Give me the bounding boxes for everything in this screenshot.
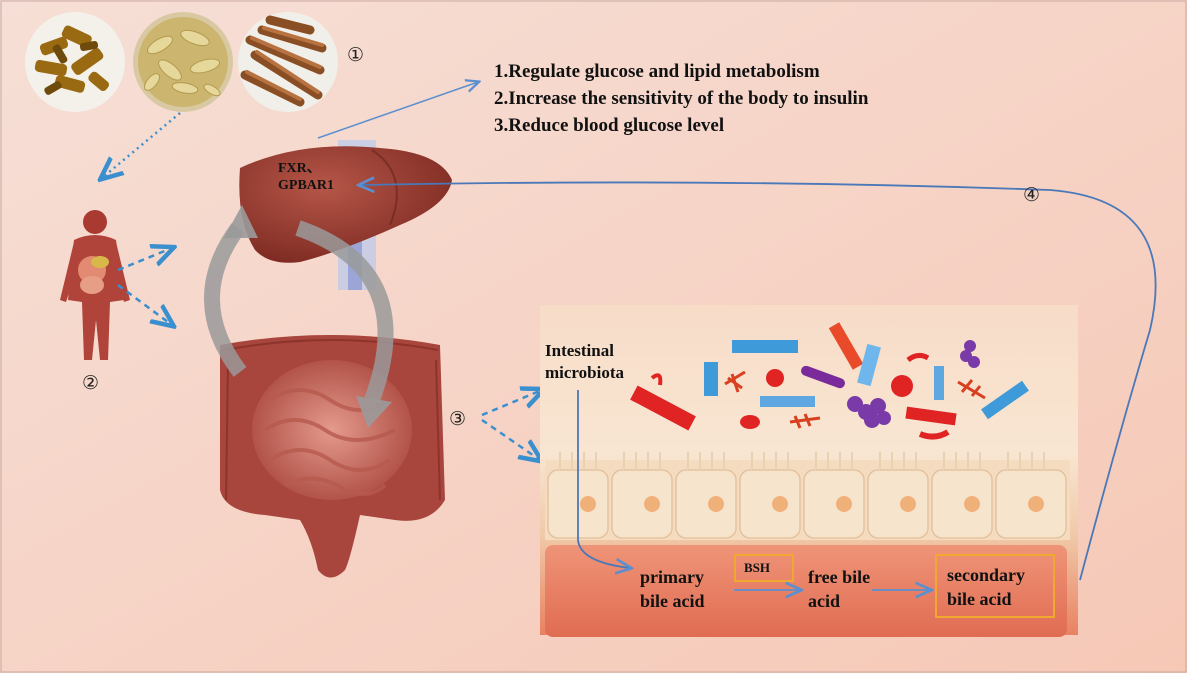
effect-item-3: 3.Reduce blood glucose level: [494, 115, 725, 136]
effect-item-2: 2.Increase the sensitivity of the body t…: [494, 88, 869, 109]
step-2-label: ②: [82, 372, 100, 394]
liver-receptor-label: FXR、 GPBAR1: [278, 160, 334, 194]
body-to-liver-arrow: [117, 248, 172, 272]
step-4-label: ④: [1023, 184, 1041, 206]
microbiota-to-primary-arrow: [577, 390, 630, 568]
liver-to-effects-arrow: [317, 82, 478, 139]
receptor-line-1: FXR、: [278, 161, 321, 176]
effect-item-1: 1.Regulate glucose and lipid metabolism: [494, 61, 820, 82]
free-line-1: free bile: [808, 567, 871, 587]
microbes: [630, 322, 1029, 440]
step3-to-epithelium-arrow: [481, 418, 540, 460]
effects-list: 1.Regulate glucose and lipid metabolism …: [494, 58, 868, 139]
cinnamon-sticks-icon: [238, 12, 338, 112]
primary-bile-acid-label: primary bile acid: [640, 565, 705, 613]
free-bile-acid-label: free bile acid: [808, 565, 870, 613]
bile-acid-to-liver-arrow: [360, 182, 1157, 581]
bsh-label: BSH: [744, 560, 771, 575]
free-line-2: acid: [808, 591, 841, 611]
body-to-intestine-arrow: [117, 283, 172, 325]
intestinal-microbiota-label: Intestinal microbiota: [545, 340, 624, 384]
secondary-bile-acid-box: [935, 554, 1055, 618]
step-1-label: ①: [347, 44, 365, 66]
secondary-line-1: secondary: [947, 565, 1025, 585]
microbiota-line-2: microbiota: [545, 363, 625, 382]
gut-panel: [540, 305, 1078, 637]
turmeric-slices-icon: [25, 12, 125, 112]
bsh-box: [734, 554, 794, 582]
herb-slices-icon: [133, 12, 233, 112]
primary-line-2: bile acid: [640, 591, 705, 611]
receptor-line-2: GPBAR1: [278, 178, 334, 193]
primary-line-1: primary: [640, 567, 704, 587]
herbs-to-body-arrow: [102, 112, 181, 178]
human-body-icon: [60, 210, 130, 360]
cycle-arrow-down: [295, 220, 394, 403]
secondary-line-2: bile acid: [947, 589, 1012, 609]
secondary-bile-acid-label: secondary bile acid: [947, 563, 1025, 611]
cycle-arrow-up: [204, 223, 247, 377]
microbiota-line-1: Intestinal: [545, 341, 614, 360]
epithelial-cells: [545, 452, 1070, 540]
step-3-label: ③: [449, 408, 467, 430]
